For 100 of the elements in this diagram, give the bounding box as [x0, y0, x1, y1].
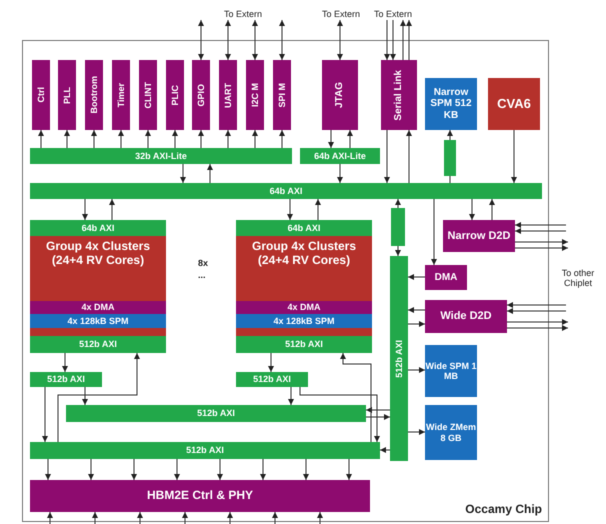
arrow: [288, 386, 294, 406]
arrow: [315, 198, 321, 220]
arrow: [145, 130, 151, 148]
arrow: [514, 228, 566, 234]
group-title: Group 4x Clusters (24+4 RV Cores): [44, 240, 152, 268]
memory-band: 4x 128kB SPM: [30, 314, 166, 328]
bus-bar: 512b AXI: [66, 405, 366, 422]
peripheral-block: JTAG: [322, 60, 358, 130]
peripheral-block: Ctrl: [32, 60, 50, 130]
bus-bar: 512b AXI: [236, 372, 308, 387]
peripheral-block: CLINT: [139, 60, 157, 130]
arrow: [91, 130, 97, 148]
arrow: [395, 246, 401, 256]
bus-bar: [444, 140, 456, 176]
bus-bar: 512b AXI: [30, 336, 166, 353]
group-title: Group 4x Clusters (24+4 RV Cores): [250, 240, 358, 268]
arrow: [431, 198, 437, 266]
bus-bar: 512b AXI: [390, 256, 408, 461]
arrow: [340, 352, 372, 442]
arrow: [506, 302, 566, 308]
arrow: [137, 512, 143, 524]
bus-bar: 64b AXI: [30, 183, 542, 199]
arrow: [268, 352, 274, 372]
text-label: To Extern: [316, 8, 366, 20]
arrow: [174, 458, 180, 480]
arrow: [390, 20, 396, 60]
memory-band: 4x 128kB SPM: [236, 314, 372, 328]
d2d-block: Narrow D2D: [443, 220, 515, 252]
arrow: [347, 130, 353, 148]
arrow: [207, 164, 213, 184]
bus-bar: 64b AXI-Lite: [300, 148, 380, 164]
arrow: [198, 130, 204, 148]
arrow: [447, 130, 453, 140]
arrow: [42, 386, 48, 442]
arrow: [62, 352, 68, 372]
arrow: [38, 130, 44, 148]
peripheral-block: Serial Link: [381, 60, 417, 130]
arrow: [408, 321, 426, 327]
arrow: [180, 164, 186, 184]
peripheral-block: GPIO: [192, 60, 210, 130]
memory-block: Narrow SPM 512 KB: [425, 78, 477, 130]
chip-title: Occamy Chip: [465, 503, 542, 517]
arrow: [337, 20, 343, 60]
arrow: [279, 130, 285, 148]
bus-bar: 512b AXI: [30, 372, 102, 387]
peripheral-block: SPI M: [273, 60, 291, 130]
peripheral-block: PLL: [58, 60, 76, 130]
bus-bar: 64b AXI: [30, 220, 166, 236]
arrow: [406, 20, 412, 60]
arrow: [272, 512, 278, 524]
peripheral-block: PLIC: [166, 60, 184, 130]
memory-block: Wide ZMem 8 GB: [425, 405, 477, 460]
arrow: [395, 198, 401, 208]
arrow: [225, 20, 231, 60]
arrow: [172, 130, 178, 148]
arrow: [384, 20, 390, 60]
bus-bar: 512b AXI: [236, 336, 372, 353]
arrow: [303, 458, 309, 480]
arrow: [260, 458, 266, 480]
arrow: [287, 198, 293, 220]
arrow: [82, 198, 88, 220]
arrow: [408, 429, 426, 435]
text-label: To Extern: [196, 8, 290, 20]
bus-bar: 512b AXI: [30, 442, 380, 459]
arrow: [514, 222, 566, 228]
arrow: [58, 352, 140, 442]
dma-band: 4x DMA: [236, 301, 372, 314]
arrow: [198, 20, 204, 60]
cluster-group: [30, 220, 166, 353]
arrow: [182, 512, 188, 524]
cluster-group: [236, 220, 372, 353]
arrow: [506, 308, 566, 314]
arrow: [45, 458, 51, 480]
arrow: [64, 130, 70, 148]
arrow: [328, 130, 334, 148]
arrow: [118, 130, 124, 148]
phy-block: HBM2E Ctrl & PHY: [30, 480, 370, 512]
arrow: [506, 319, 568, 325]
arrow: [82, 386, 88, 406]
peripheral-block: Bootrom: [85, 60, 103, 130]
arrow: [400, 20, 406, 60]
arrow: [217, 458, 223, 480]
d2d-block: Wide D2D: [425, 300, 507, 333]
arrow: [227, 512, 233, 524]
arrow: [252, 20, 258, 60]
arrow: [408, 367, 426, 373]
arrow: [225, 130, 231, 148]
arrow: [380, 447, 390, 453]
peripheral-block: I2C M: [246, 60, 264, 130]
arrow: [514, 245, 568, 251]
arrow: [514, 239, 568, 245]
arrow: [366, 414, 390, 420]
arrow: [366, 407, 390, 413]
bus-bar: 64b AXI: [236, 220, 372, 236]
arrow: [92, 512, 98, 524]
arrow: [337, 164, 343, 184]
arrow: [506, 325, 568, 331]
arrow: [406, 130, 412, 184]
arrow: [511, 130, 517, 184]
arrow: [279, 20, 285, 60]
